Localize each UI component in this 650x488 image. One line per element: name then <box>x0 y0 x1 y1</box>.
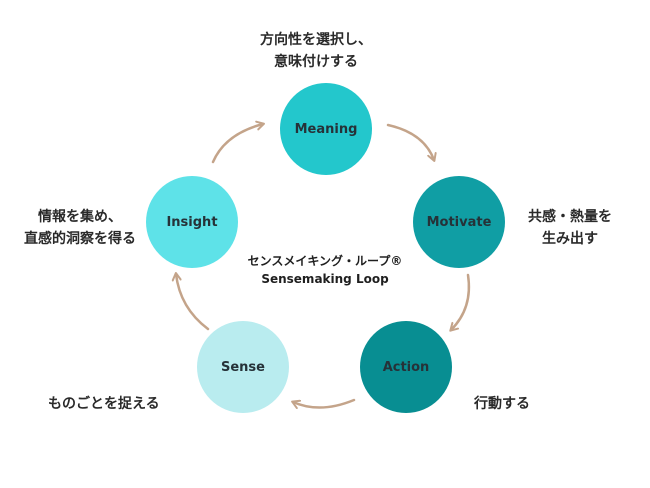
node-insight: Insight <box>146 176 238 268</box>
motivate-description-line-2: 生み出す <box>542 231 598 247</box>
node-action-label: Action <box>382 359 430 375</box>
sense-description-line-1: ものごとを捉える <box>48 396 160 412</box>
node-motivate-label: Motivate <box>426 214 492 230</box>
node-meaning-label: Meaning <box>294 121 358 137</box>
arrow-insight-to-meaning <box>211 120 265 164</box>
insight-description-line-1: 情報を集め、 <box>38 209 122 225</box>
node-sense: Sense <box>197 321 289 413</box>
meaning-description: 方向性を選択し、 意味付けする <box>236 29 396 73</box>
action-description-line-1: 行動する <box>474 396 530 412</box>
node-insight-label: Insight <box>166 214 218 230</box>
insight-description-line-2: 直感的洞察を得る <box>24 231 136 247</box>
insight-description: 情報を集め、 直感的洞察を得る <box>10 206 150 250</box>
center-title-english: Sensemaking Loop <box>261 272 389 286</box>
center-title-japanese: センスメイキング・ループ® <box>247 254 403 268</box>
node-motivate: Motivate <box>413 176 505 268</box>
node-action: Action <box>360 321 452 413</box>
arrow-action-to-sense <box>291 398 356 410</box>
motivate-description: 共感・熱量を 生み出す <box>505 206 635 250</box>
arrow-meaning-to-motivate <box>386 123 437 162</box>
meaning-description-line-2: 意味付けする <box>274 54 358 70</box>
arrow-sense-to-insight <box>171 272 210 331</box>
center-title: センスメイキング・ループ® Sensemaking Loop <box>215 252 435 288</box>
node-sense-label: Sense <box>221 359 265 375</box>
meaning-description-line-1: 方向性を選択し、 <box>260 32 372 48</box>
sense-description: ものごとを捉える <box>48 393 160 415</box>
arrow-motivate-to-action <box>449 273 471 332</box>
motivate-description-line-1: 共感・熱量を <box>528 209 612 225</box>
action-description: 行動する <box>474 393 530 415</box>
node-meaning: Meaning <box>280 83 372 175</box>
